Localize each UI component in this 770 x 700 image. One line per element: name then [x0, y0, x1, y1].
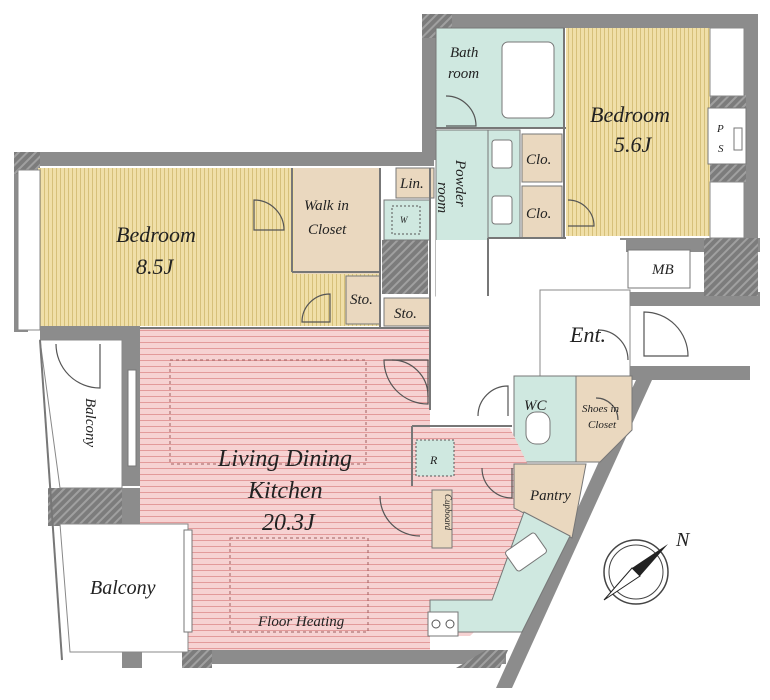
balcony-upper-floor	[39, 339, 123, 489]
cupboard-box	[431, 489, 453, 549]
bedroom-large-floor	[38, 168, 294, 326]
pipe-space-p: P	[716, 123, 724, 135]
living-label-1: Living Dining	[217, 446, 352, 472]
linen-floor	[395, 167, 435, 199]
meter-box	[627, 249, 691, 289]
bathtub-icon	[501, 41, 555, 119]
walk-in-label-2: Closet	[308, 222, 347, 238]
wc-label: WC	[524, 398, 547, 414]
floor-heating-zone-upper	[169, 359, 367, 465]
balcony-rail	[39, 339, 63, 661]
shoes-closet-floor	[575, 375, 633, 463]
shoes-closet-label-2: Closet	[588, 419, 617, 431]
bedroom-small-window-2	[709, 181, 745, 239]
bath-label-1: Bath	[450, 45, 478, 61]
bath-label-2: room	[448, 66, 479, 82]
linen-label: Lin.	[399, 176, 424, 192]
powder-room-label: Powder	[452, 159, 468, 207]
walk-in-closet-floor	[294, 168, 380, 274]
entrance-floor	[539, 289, 631, 379]
bedroom-small-size: 5.6J	[614, 132, 653, 157]
compass-needle-north	[632, 544, 668, 576]
living-window-1	[127, 369, 137, 467]
balcony-lower-floor	[59, 523, 189, 653]
pipe-space-s: S	[718, 143, 724, 155]
cupboard-label: Cupboard	[443, 494, 453, 531]
living-window-2	[183, 529, 193, 633]
walk-in-label-1: Walk in	[304, 198, 349, 214]
pantry-label: Pantry	[529, 488, 571, 504]
bedroom-small-name: Bedroom	[590, 102, 670, 127]
floor-heating-label: Floor Heating	[257, 614, 345, 630]
refrigerator-box	[415, 439, 455, 477]
closet-1-floor	[521, 133, 563, 183]
bedroom-large-window	[17, 169, 41, 331]
stove-icon	[427, 611, 459, 637]
interior-walls	[140, 28, 566, 486]
living-size: 20.3J	[262, 510, 316, 536]
pipe-icon	[733, 127, 743, 151]
bedroom-large-name: Bedroom	[116, 222, 196, 247]
sink-2-icon	[491, 195, 513, 225]
compass-inner-ring	[608, 544, 664, 600]
storage-2-label: Sto.	[394, 306, 417, 322]
pantry-floor	[513, 463, 587, 539]
refrigerator-label: R	[429, 453, 438, 467]
compass-needle-south	[603, 567, 641, 601]
sink-1-icon	[491, 139, 513, 169]
storage-1-floor	[345, 275, 381, 325]
balcony-lower-label: Balcony	[90, 577, 156, 599]
balcony-upper-label: Balcony	[82, 398, 98, 447]
floor-heating-zone-lower	[229, 537, 369, 633]
compass: N	[603, 529, 691, 605]
kitchen-sink-icon	[505, 532, 547, 572]
powder-room-label-2: room	[434, 182, 450, 213]
living-label-2: Kitchen	[247, 478, 323, 504]
door-swings	[55, 95, 689, 537]
burner-1-icon	[431, 619, 441, 629]
closet-2-label: Clo.	[526, 206, 551, 222]
closet-1-label: Clo.	[526, 152, 551, 168]
bedroom-large-size: 8.5J	[136, 254, 175, 279]
entrance-label: Ent.	[569, 322, 606, 347]
meter-box-label: MB	[651, 262, 674, 278]
bedroom-small-floor	[566, 28, 710, 236]
burner-2-icon	[445, 619, 455, 629]
compass-north-label: N	[675, 529, 691, 551]
closet-2-floor	[521, 185, 563, 239]
storage-1-label: Sto.	[350, 292, 373, 308]
shoes-closet-label-1: Shoes in	[582, 403, 619, 415]
toilet-icon	[525, 411, 551, 445]
washer-box	[391, 205, 421, 235]
washer-label: W	[400, 215, 409, 225]
bedroom-small-window	[709, 27, 745, 97]
